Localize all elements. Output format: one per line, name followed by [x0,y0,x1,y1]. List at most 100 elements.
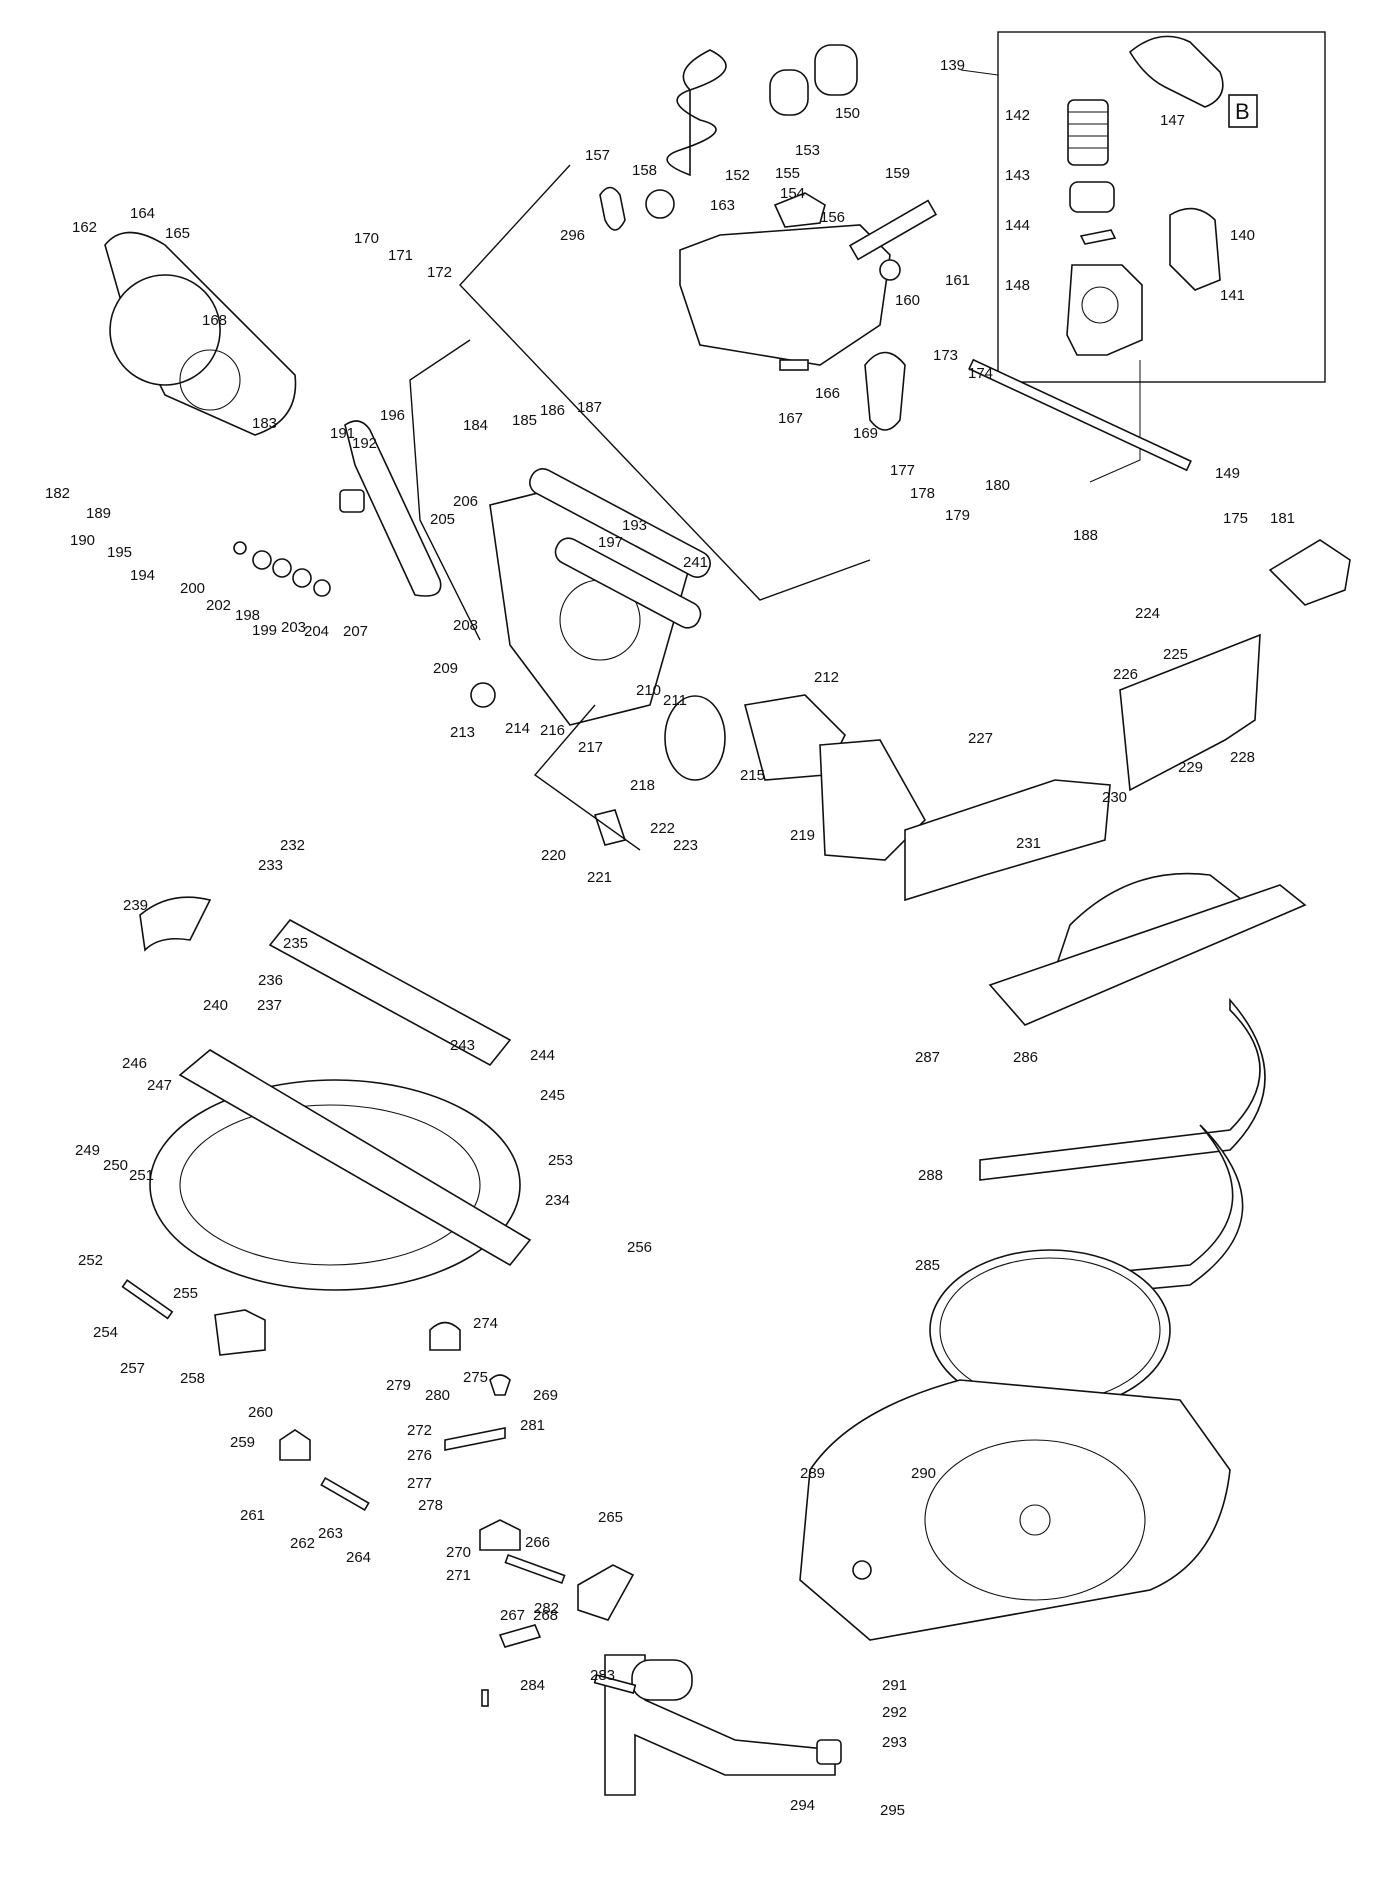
part-label-252: 252 [78,1252,103,1269]
part-labels: 1391401411421431441471481491501521531541… [45,57,1295,1819]
part-label-235: 235 [283,935,308,952]
part-label-257: 257 [120,1360,145,1377]
part-label-286: 286 [1013,1049,1038,1066]
part-label-269: 269 [533,1387,558,1404]
part-label-294: 294 [790,1797,815,1814]
part-label-205: 205 [430,511,455,528]
part-label-181: 181 [1270,510,1295,527]
part-label-139: 139 [940,57,965,74]
part-label-162: 162 [72,219,97,236]
part-label-177: 177 [890,462,915,479]
part-label-274: 274 [473,1315,498,1332]
part-label-275: 275 [463,1369,488,1386]
part-label-293: 293 [882,1734,907,1751]
part-label-188: 188 [1073,527,1098,544]
part-label-208: 208 [453,617,478,634]
part-label-147: 147 [1160,112,1185,129]
part-label-193: 193 [622,517,647,534]
part-label-171: 171 [388,247,413,264]
part-label-250: 250 [103,1157,128,1174]
part-label-246: 246 [122,1055,147,1072]
part-label-141: 141 [1220,287,1245,304]
part-label-258: 258 [180,1370,205,1387]
belt-guard-group [104,231,481,641]
part-label-198: 198 [235,607,260,624]
part-label-180: 180 [985,477,1010,494]
part-label-237: 237 [257,997,282,1014]
part-label-264: 264 [346,1549,371,1566]
part-label-192: 192 [352,435,377,452]
part-label-166: 166 [815,385,840,402]
part-label-218: 218 [630,777,655,794]
part-label-255: 255 [173,1285,198,1302]
inset-box-b: B [960,31,1326,483]
part-label-261: 261 [240,1507,265,1524]
lower-small-parts [121,1279,872,1765]
part-label-206: 206 [453,493,478,510]
part-label-256: 256 [627,1239,652,1256]
part-label-217: 217 [578,739,603,756]
part-label-253: 253 [548,1152,573,1169]
part-label-168: 168 [202,312,227,329]
part-label-271: 271 [446,1567,471,1584]
part-label-179: 179 [945,507,970,524]
part-label-209: 209 [433,660,458,677]
part-label-254: 254 [93,1324,118,1341]
part-label-241: 241 [683,554,708,571]
part-label-161: 161 [945,272,970,289]
part-label-295: 295 [880,1802,905,1819]
part-label-284: 284 [520,1677,545,1694]
part-label-233: 233 [258,857,283,874]
part-label-163: 163 [710,197,735,214]
part-label-230: 230 [1102,789,1127,806]
part-label-214: 214 [505,720,530,737]
part-label-215: 215 [740,767,765,784]
part-label-289: 289 [800,1465,825,1482]
part-label-240: 240 [203,997,228,1014]
part-label-207: 207 [343,623,368,640]
part-label-185: 185 [512,412,537,429]
part-label-291: 291 [882,1677,907,1694]
part-label-170: 170 [354,230,379,247]
part-label-159: 159 [885,165,910,182]
part-label-244: 244 [530,1047,555,1064]
part-label-173: 173 [933,347,958,364]
part-label-251: 251 [129,1167,154,1184]
part-label-211: 211 [663,692,687,709]
part-label-278: 278 [418,1497,443,1514]
part-label-184: 184 [463,417,488,434]
part-label-149: 149 [1215,465,1240,482]
part-label-277: 277 [407,1475,432,1492]
part-label-160: 160 [895,292,920,309]
part-label-262: 262 [290,1535,315,1552]
part-label-232: 232 [280,837,305,854]
part-label-245: 245 [540,1087,565,1104]
part-label-265: 265 [598,1509,623,1526]
part-label-213: 213 [450,724,475,741]
part-label-154: 154 [780,185,805,202]
part-label-287: 287 [915,1049,940,1066]
part-label-266: 266 [525,1534,550,1551]
part-label-249: 249 [75,1142,100,1159]
turntable-group [139,896,1231,1796]
part-label-164: 164 [130,205,155,222]
part-label-223: 223 [673,837,698,854]
part-label-187: 187 [577,399,602,416]
part-label-247: 247 [147,1077,172,1094]
part-label-226: 226 [1113,666,1138,683]
part-label-200: 200 [180,580,205,597]
part-label-189: 189 [86,505,111,522]
part-label-282: 282 [534,1600,559,1617]
part-label-227: 227 [968,730,993,747]
part-label-150: 150 [835,105,860,122]
part-label-285: 285 [915,1257,940,1274]
part-label-202: 202 [206,597,231,614]
part-label-172: 172 [427,264,452,281]
part-label-203: 203 [281,619,306,636]
part-label-292: 292 [882,1704,907,1721]
part-label-156: 156 [820,209,845,226]
motor-housing-group [470,468,926,861]
part-label-272: 272 [407,1422,432,1439]
part-label-221: 221 [587,869,612,886]
